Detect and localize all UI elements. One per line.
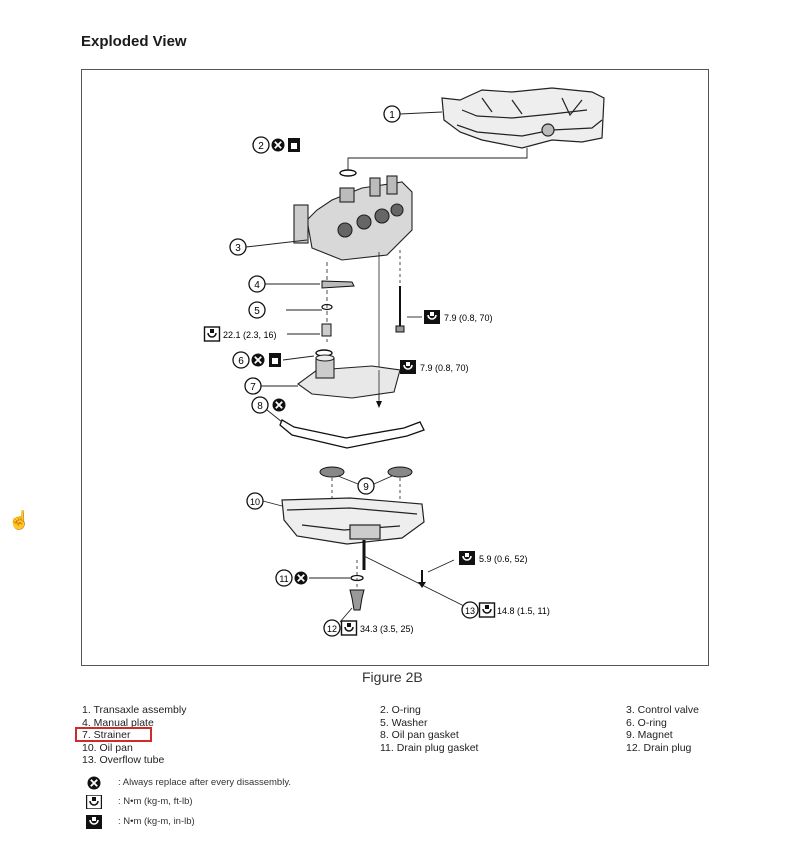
legend-item-strainer: 7. Strainer — [82, 729, 131, 741]
torque-ftlb-icon — [86, 795, 102, 809]
torque-drain: 34.3 (3.5, 25) — [360, 624, 414, 634]
legend-column-1: 1. Transaxle assembly 4. Manual plate 7.… — [82, 704, 186, 767]
legend-item: 3. Control valve — [626, 704, 699, 716]
strainer-highlight-box — [75, 727, 152, 742]
filter-bolt — [321, 323, 332, 337]
torque-overflow: 14.8 (1.5, 11) — [497, 606, 550, 616]
callout-2: 2 — [258, 141, 264, 152]
callout-7: 7 — [250, 382, 256, 393]
legend-item: 13. Overflow tube — [82, 754, 165, 766]
torque-icon-ftlb — [203, 326, 221, 342]
torque-pan-bolt: 5.9 (0.6, 52) — [479, 554, 528, 564]
page-title: Exploded View — [81, 33, 187, 50]
legend-item: 5. Washer — [380, 716, 428, 729]
legend-item: 11. Drain plug gasket — [380, 741, 479, 754]
legend-item: 9. Magnet — [626, 729, 673, 741]
callout-12: 12 — [327, 624, 337, 634]
legend-item: 12. Drain plug — [626, 741, 692, 754]
o-ring-2 — [339, 169, 357, 177]
callout-13: 13 — [465, 606, 475, 616]
drain-plug — [349, 589, 365, 611]
legend-item: 6. O-ring — [626, 716, 667, 729]
magnet-b — [387, 466, 413, 478]
torque-strainer-bolt: 7.9 (0.8, 70) — [420, 363, 469, 373]
legend-item: 8. Oil pan gasket — [380, 729, 459, 741]
oil-pan — [281, 497, 425, 545]
legend-item: 1. Transaxle assembly — [82, 704, 187, 716]
callout-4: 4 — [254, 280, 260, 291]
symbol-replace-text: : Always replace after every disassembly… — [118, 777, 292, 788]
strainer — [297, 354, 401, 399]
symbol-ftlb-text: : N•m (kg-m, ft-lb) — [118, 796, 193, 807]
legend-item: 4. Manual plate — [82, 716, 154, 729]
fluid-icon — [288, 138, 300, 152]
torque-inlb-icon — [86, 815, 102, 829]
exploded-view-figure: 1 2 3 4 — [81, 69, 709, 666]
valve-bolt — [395, 325, 405, 333]
legend-column-2: 2. O-ring 5. Washer 8. Oil pan gasket 11… — [380, 704, 478, 754]
manual-plate — [321, 280, 355, 289]
torque-washer: 22.1 (2.3, 16) — [223, 330, 277, 340]
callout-10: 10 — [250, 497, 260, 507]
hand-cursor-icon: ☝ — [8, 510, 31, 530]
callout-8: 8 — [257, 401, 263, 412]
callout-3: 3 — [235, 243, 241, 254]
replace-icon — [270, 137, 286, 153]
exploded-view-diagram: 1 2 3 4 — [203, 87, 605, 637]
legend-column-3: 3. Control valve 6. O-ring 9. Magnet 12.… — [626, 704, 699, 754]
callout-9: 9 — [363, 482, 369, 493]
callout-2-circle — [252, 136, 270, 154]
torque-icon-inlb — [423, 309, 441, 325]
pan-bolt — [418, 582, 426, 588]
torque-bolt-upper: 7.9 (0.8, 70) — [444, 313, 493, 323]
figure-caption: Figure 2B — [362, 669, 423, 685]
control-valve — [293, 175, 413, 261]
symbol-inlb-text: : N•m (kg-m, in-lb) — [118, 816, 195, 827]
oil-pan-gasket — [279, 419, 425, 449]
callout-1: 1 — [389, 110, 395, 121]
replace-icon — [86, 776, 102, 790]
callout-6: 6 — [238, 356, 244, 367]
magnet-a — [319, 466, 345, 478]
transaxle-assembly — [441, 87, 605, 149]
callout-11: 11 — [279, 574, 288, 584]
torque-icon-inlb-2 — [399, 359, 417, 375]
legend-item: 10. Oil pan — [82, 741, 133, 754]
callout-5: 5 — [254, 306, 260, 317]
washer — [321, 303, 333, 311]
legend-item: 2. O-ring — [380, 704, 421, 716]
